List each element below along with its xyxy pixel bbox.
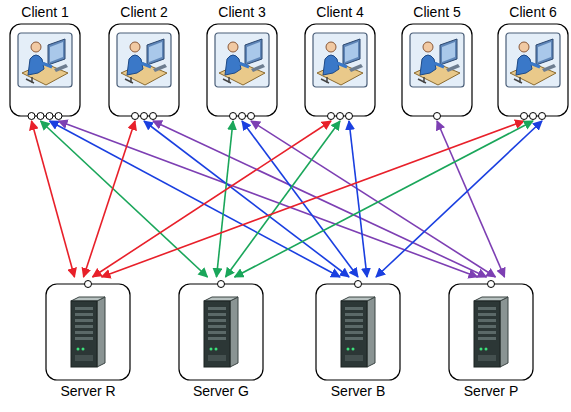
server-node: Server B bbox=[315, 283, 401, 400]
client-shape bbox=[108, 23, 180, 117]
server-shape bbox=[178, 283, 264, 381]
port-circle bbox=[355, 281, 362, 288]
box-outline bbox=[179, 284, 263, 380]
connection-arrow bbox=[226, 121, 341, 277]
box-outline bbox=[109, 24, 179, 116]
client-shape bbox=[9, 23, 81, 117]
port-circle bbox=[346, 113, 353, 120]
server-label: Server P bbox=[464, 383, 518, 400]
server-icon bbox=[474, 297, 508, 367]
server-box bbox=[178, 283, 264, 381]
server-shape bbox=[315, 283, 401, 381]
port-circle bbox=[239, 113, 246, 120]
connection-arrow bbox=[93, 121, 332, 277]
client-shape bbox=[304, 23, 376, 117]
workstation-icon bbox=[313, 33, 367, 87]
port-circle bbox=[530, 113, 537, 120]
workstation-icon bbox=[117, 33, 171, 87]
server-box bbox=[448, 283, 534, 381]
server-icon bbox=[71, 297, 105, 367]
port-circle bbox=[248, 113, 255, 120]
port-circle bbox=[141, 113, 148, 120]
client-shape bbox=[206, 23, 278, 117]
box-outline bbox=[10, 24, 80, 116]
client-node: Client 3 bbox=[206, 4, 278, 117]
workstation-icon bbox=[410, 33, 464, 87]
port-circle bbox=[46, 113, 53, 120]
server-icon bbox=[341, 297, 375, 367]
server-node: Server G bbox=[178, 283, 264, 400]
port-circle bbox=[55, 113, 62, 120]
client-label: Client 1 bbox=[21, 4, 68, 21]
port-circle bbox=[521, 113, 528, 120]
client-node: Client 1 bbox=[9, 4, 81, 117]
connection-arrow bbox=[437, 121, 505, 277]
box-outline bbox=[498, 24, 568, 116]
workstation-icon bbox=[18, 33, 72, 87]
client-label: Client 5 bbox=[413, 4, 460, 21]
server-node: Server P bbox=[448, 283, 534, 400]
port-circle bbox=[539, 113, 546, 120]
port-circle bbox=[434, 113, 441, 120]
server-shape bbox=[45, 283, 131, 381]
port-circle bbox=[28, 113, 35, 120]
box-outline bbox=[207, 24, 277, 116]
client-label: Client 2 bbox=[120, 4, 167, 21]
client-shape bbox=[497, 23, 569, 117]
box-outline bbox=[305, 24, 375, 116]
port-circle bbox=[218, 281, 225, 288]
box-outline bbox=[402, 24, 472, 116]
server-label: Server B bbox=[331, 383, 385, 400]
port-circle bbox=[230, 113, 237, 120]
server-label: Server R bbox=[60, 383, 115, 400]
client-label: Client 4 bbox=[316, 4, 363, 21]
server-node: Server R bbox=[45, 283, 131, 400]
client-node: Client 2 bbox=[108, 4, 180, 117]
port-circle bbox=[85, 281, 92, 288]
client-box bbox=[497, 23, 569, 117]
connection-arrow bbox=[41, 121, 208, 277]
port-circle bbox=[337, 113, 344, 120]
connection-arrow bbox=[235, 121, 534, 277]
server-shape bbox=[448, 283, 534, 381]
port-circle bbox=[150, 113, 157, 120]
client-box bbox=[401, 23, 473, 117]
client-box bbox=[304, 23, 376, 117]
workstation-icon bbox=[215, 33, 269, 87]
connection-arrow bbox=[102, 121, 525, 277]
connection-arrow bbox=[32, 121, 75, 277]
client-node: Client 6 bbox=[497, 4, 569, 117]
box-outline bbox=[316, 284, 400, 380]
connection-arrow bbox=[242, 121, 358, 277]
connection-arrow bbox=[59, 121, 478, 277]
client-box bbox=[9, 23, 81, 117]
connection-arrow bbox=[153, 121, 487, 277]
server-box bbox=[45, 283, 131, 381]
client-box bbox=[206, 23, 278, 117]
connection-arrow bbox=[50, 121, 341, 277]
connection-arrow bbox=[376, 121, 542, 277]
port-circle bbox=[328, 113, 335, 120]
client-label: Client 6 bbox=[509, 4, 556, 21]
server-label: Server G bbox=[193, 383, 249, 400]
client-box bbox=[108, 23, 180, 117]
server-box bbox=[315, 283, 401, 381]
client-node: Client 4 bbox=[304, 4, 376, 117]
server-icon bbox=[204, 297, 238, 367]
box-outline bbox=[46, 284, 130, 380]
port-circle bbox=[488, 281, 495, 288]
client-shape bbox=[401, 23, 473, 117]
client-label: Client 3 bbox=[218, 4, 265, 21]
port-circle bbox=[37, 113, 44, 120]
client-node: Client 5 bbox=[401, 4, 473, 117]
port-circle bbox=[132, 113, 139, 120]
connection-arrow bbox=[349, 121, 367, 277]
connection-arrow bbox=[217, 121, 234, 277]
box-outline bbox=[449, 284, 533, 380]
workstation-icon bbox=[506, 33, 560, 87]
